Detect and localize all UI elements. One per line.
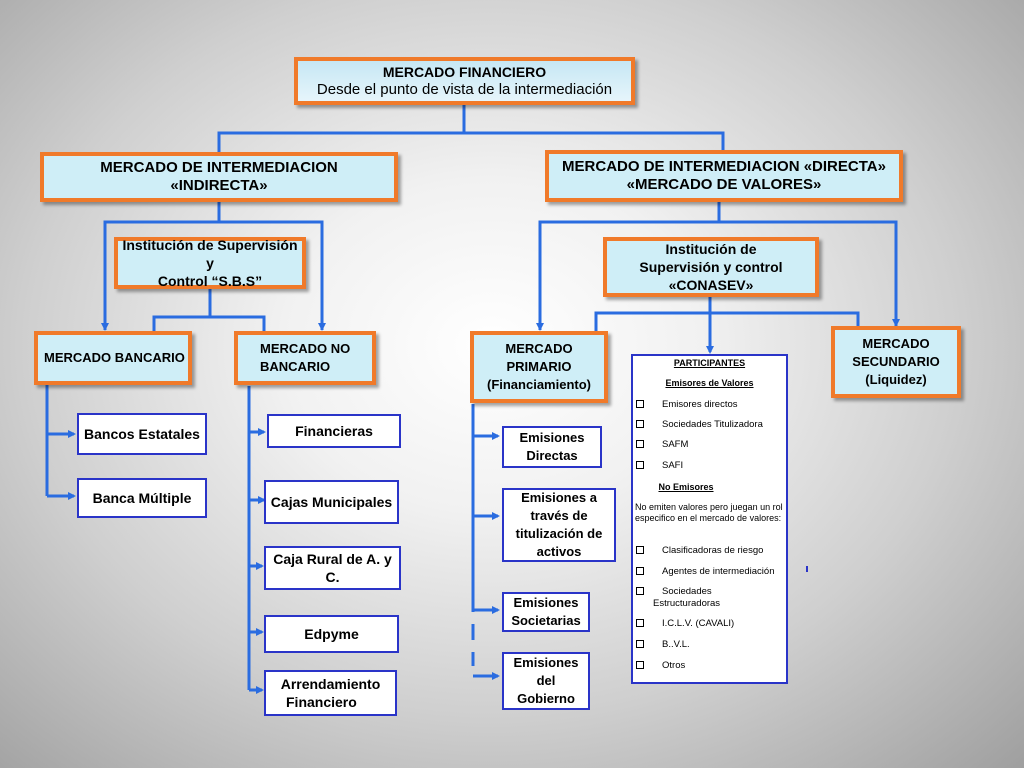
checkbox-icon — [636, 661, 644, 670]
no-emisores-item: Sociedades — [636, 586, 789, 597]
societarias-line1: Emisiones — [513, 595, 579, 610]
no-emisores-desc: No emiten valores pero juegan un rol esp… — [635, 502, 783, 523]
checkbox-icon — [636, 640, 644, 649]
emisiones-gobierno-box: Emisiones del Gobierno — [502, 652, 590, 710]
primario-line3: (Financiamiento) — [486, 377, 591, 392]
no-emisores-item-label: Otros — [662, 660, 686, 671]
mercado-indirecta-box: MERCADO DE INTERMEDIACION «INDIRECTA» — [40, 152, 398, 202]
emisores-title: Emisores de Valores — [665, 378, 754, 388]
financieras-box: Financieras — [267, 414, 401, 448]
titulizacion-line3: titulización de — [515, 526, 603, 541]
emisores-item-label: Emisores directos — [662, 399, 738, 410]
mercado-financiero-box: MERCADO FINANCIERO Desde el punto de vis… — [294, 57, 635, 105]
no-emisores-item: Otros — [636, 660, 789, 671]
conasev-line2: Supervisión y control — [639, 259, 783, 275]
societarias-line2: Societarias — [511, 613, 581, 628]
no-emisores-item: B..V.L. — [636, 639, 789, 650]
no-emisores-item-label: Estructuradoras — [653, 598, 721, 609]
checkbox-icon — [636, 546, 644, 555]
emisores-item-label: SAFM — [662, 439, 689, 450]
gobierno-line3: Gobierno — [517, 691, 575, 706]
banca-multiple-label: Banca Múltiple — [92, 490, 192, 506]
no-emisores-item: Agentes de intermediación — [636, 566, 789, 577]
mercado-no-bancario-box: MERCADO NO BANCARIO — [234, 331, 376, 385]
checkbox-icon — [636, 587, 644, 596]
arrendamiento-box: Arrendamiento Financiero — [264, 670, 397, 716]
sbs-line2: Control “S.B.S” — [157, 273, 263, 289]
indirecta-line2: «INDIRECTA» — [170, 177, 268, 194]
emisores-item-label: Sociedades Titulizadora — [662, 419, 763, 430]
bancos-estatales-box: Bancos Estatales — [77, 413, 207, 455]
no-emisores-title: No Emisores — [658, 482, 714, 492]
emisores-item: Sociedades Titulizadora — [636, 419, 789, 430]
edpyme-box: Edpyme — [264, 615, 399, 653]
no-emisores-item-cont: Estructuradoras — [653, 598, 806, 609]
primario-line2: PRIMARIO — [506, 359, 572, 374]
gobierno-line2: del — [536, 673, 556, 688]
arrendamiento-line1: Arrendamiento — [280, 676, 381, 692]
participantes-panel: PARTICIPANTES Emisores de Valores Emisor… — [631, 354, 788, 684]
secundario-line2: SECUNDARIO — [852, 354, 940, 369]
financieras-label: Financieras — [295, 423, 373, 439]
emisores-item: SAFI — [636, 460, 789, 471]
titulizacion-line4: activos — [536, 544, 582, 559]
no-emisores-item: Clasificadoras de riesgo — [636, 545, 789, 556]
checkbox-icon — [636, 461, 644, 470]
checkbox-icon — [636, 400, 644, 409]
bancario-label: MERCADO BANCARIO — [44, 350, 185, 365]
emisiones-titulizacion-box: Emisiones a través de titulización de ac… — [502, 488, 616, 562]
emisiones-directas-box: Emisiones Directas — [502, 426, 602, 468]
caja-rural-label: Caja Rural de A. y C. — [273, 551, 392, 585]
emisores-item: Emisores directos — [636, 399, 789, 410]
root-title: MERCADO FINANCIERO — [382, 64, 547, 80]
edpyme-label: Edpyme — [304, 626, 359, 642]
cajas-municipales-label: Cajas Municipales — [270, 494, 393, 510]
no-emisores-item-label: Clasificadoras de riesgo — [662, 545, 764, 556]
no-emisores-item-label: Agentes de intermediación — [662, 566, 775, 577]
conasev-box: Institución de Supervisión y control «CO… — [603, 237, 819, 297]
sbs-line1: Institución de Supervisión y — [122, 237, 298, 271]
checkbox-icon — [636, 619, 644, 628]
banca-multiple-box: Banca Múltiple — [77, 478, 207, 518]
mercado-secundario-box: MERCADO SECUNDARIO (Liquidez) — [831, 326, 961, 398]
mercado-bancario-box: MERCADO BANCARIO — [34, 331, 192, 385]
primario-line1: MERCADO — [505, 341, 573, 356]
emisiones-societarias-box: Emisiones Societarias — [502, 592, 590, 632]
secundario-line3: (Liquidez) — [865, 372, 927, 387]
caja-rural-box: Caja Rural de A. y C. — [264, 546, 401, 590]
checkbox-icon — [636, 440, 644, 449]
tick-mark — [806, 566, 808, 572]
nobancario-line1: MERCADO NO — [260, 341, 351, 356]
directa-line2: «MERCADO DE VALORES» — [626, 176, 822, 193]
checkbox-icon — [636, 567, 644, 576]
arrendamiento-line2: Financiero — [286, 694, 357, 710]
emisores-item-label: SAFI — [662, 460, 684, 471]
conasev-line3: «CONASEV» — [668, 277, 754, 293]
conasev-line1: Institución de — [665, 241, 757, 257]
no-emisores-item-label: B..V.L. — [662, 639, 690, 650]
titulizacion-line2: través de — [530, 508, 588, 523]
checkbox-icon — [636, 420, 644, 429]
emisiones-directas-line1: Emisiones — [519, 430, 585, 445]
emisiones-directas-line2: Directas — [526, 448, 578, 463]
no-emisores-item-label: I.C.L.V. (CAVALI) — [662, 618, 735, 629]
titulizacion-line1: Emisiones a — [521, 490, 597, 505]
indirecta-line1: MERCADO DE INTERMEDIACION — [100, 159, 338, 176]
secundario-line1: MERCADO — [862, 336, 930, 351]
no-emisores-item-label: Sociedades — [662, 586, 712, 597]
root-subtitle: Desde el punto de vista de la intermedia… — [316, 81, 613, 98]
participantes-title: PARTICIPANTES — [673, 358, 746, 368]
sbs-box: Institución de Supervisión y Control “S.… — [114, 237, 306, 289]
nobancario-line2: BANCARIO — [260, 359, 331, 374]
cajas-municipales-box: Cajas Municipales — [264, 480, 399, 524]
gobierno-line1: Emisiones — [513, 655, 579, 670]
no-emisores-item: I.C.L.V. (CAVALI) — [636, 618, 789, 629]
emisores-item: SAFM — [636, 439, 789, 450]
bancos-estatales-label: Bancos Estatales — [84, 426, 200, 442]
directa-line1: MERCADO DE INTERMEDIACION «DIRECTA» — [562, 158, 886, 175]
mercado-primario-box: MERCADO PRIMARIO (Financiamiento) — [470, 331, 608, 403]
mercado-directa-box: MERCADO DE INTERMEDIACION «DIRECTA» «MER… — [545, 150, 903, 202]
